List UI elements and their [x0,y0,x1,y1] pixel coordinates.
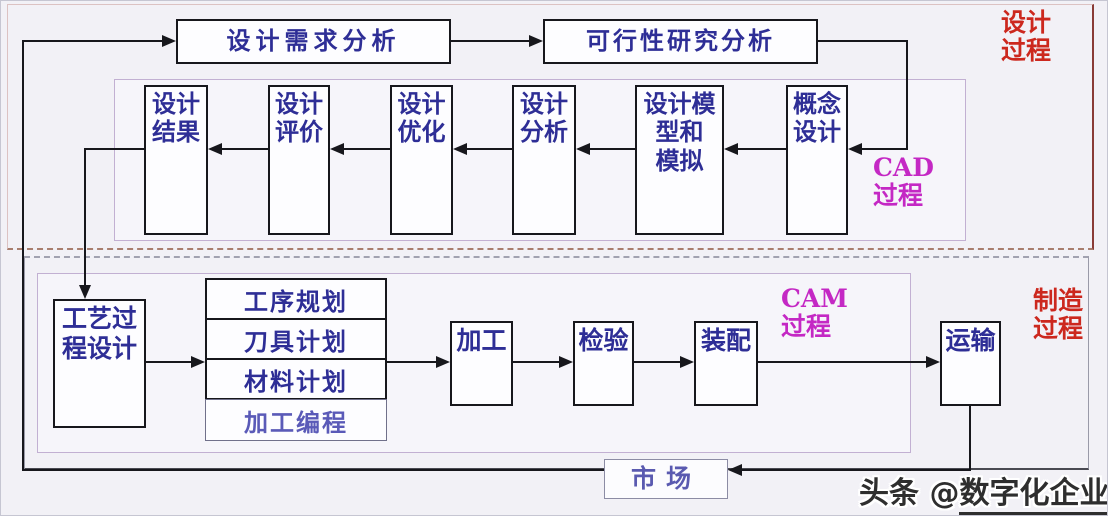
manufacturing-process-label: 制造 过程 [1033,286,1084,343]
result-out-line [85,148,144,150]
arrow-into-analysis [576,143,590,155]
machining-programming-row: 加工编程 [205,399,387,441]
arrow-into-transport [926,356,940,368]
concept-to-model-line [738,148,786,150]
design-model-simulation-box: 设计模 型和 模拟 [635,85,724,235]
planning-stack: 工序规划 刀具计划 材料计划 加工编程 [205,278,387,441]
arrow-into-assembly [680,356,694,368]
arrow-into-result [208,143,222,155]
inspection-to-assembly-line [634,361,680,363]
feasibility-down-line [906,40,908,150]
feasibility-out-line [818,40,908,42]
design-process-label: 设计 过程 [1001,8,1052,65]
evaluation-to-result-line [222,148,268,150]
cad-process-label: CAD 过程 [873,153,934,210]
into-concept-line [862,148,908,150]
feasibility-study-analysis-box: 可行性研究分析 [543,19,818,64]
transport-box: 运输 [940,321,1001,406]
design-evaluation-box: 设计 评价 [268,85,330,235]
arrow-into-concept-design [848,143,862,155]
design-process-section-frame [7,4,1094,250]
optimization-to-evaluation-line [344,148,390,150]
feedback-top-line [23,40,162,42]
arrow-into-feasibility [529,35,543,47]
arrow-into-stack [191,356,205,368]
arrow-into-requirement [162,35,176,47]
watermark-name: 数字化企业 [959,476,1107,515]
watermark-prefix: 头条 @ [859,476,960,511]
machining-box: 加工 [450,321,513,406]
inspection-box: 检验 [573,321,634,406]
process-planning-row: 工序规划 [205,278,387,320]
process-planning-design-box: 工艺过 程设计 [53,299,146,428]
tool-plan-row: 刀具计划 [205,318,387,360]
requirement-to-feasibility-line [451,40,530,42]
design-analysis-box: 设计 分析 [512,85,576,235]
analysis-to-optimization-line [467,148,512,150]
arrow-into-process-design [79,285,91,299]
feedback-bottom-line [23,469,604,471]
design-result-box: 设计 结果 [144,85,208,235]
arrow-into-evaluation [330,143,344,155]
stack-to-machining-line [387,361,436,363]
arrow-into-machining [436,356,450,368]
assembly-to-transport-line [758,361,926,363]
process-design-to-stack-line [146,361,192,363]
transport-to-market-line [742,469,971,471]
arrow-into-market [728,464,742,476]
concept-design-box: 概念 设计 [786,85,848,235]
arrow-into-inspection [559,356,573,368]
arrow-into-optimization [453,143,467,155]
design-requirement-analysis-box: 设计需求分析 [176,19,451,64]
feedback-left-vertical-line [22,40,24,471]
design-optimization-box: 设计 优化 [390,85,453,235]
cam-process-label: CAM 过程 [781,284,848,341]
watermark: 头条 @数字化企业 [859,468,1107,515]
transport-down-line [969,406,971,471]
machining-to-inspection-line [513,361,559,363]
material-plan-row: 材料计划 [205,358,387,400]
result-down-line [84,148,86,286]
assembly-box: 装配 [694,321,758,406]
model-to-analysis-line [590,148,635,150]
arrow-into-model [724,143,738,155]
market-box: 市场 [604,459,728,499]
